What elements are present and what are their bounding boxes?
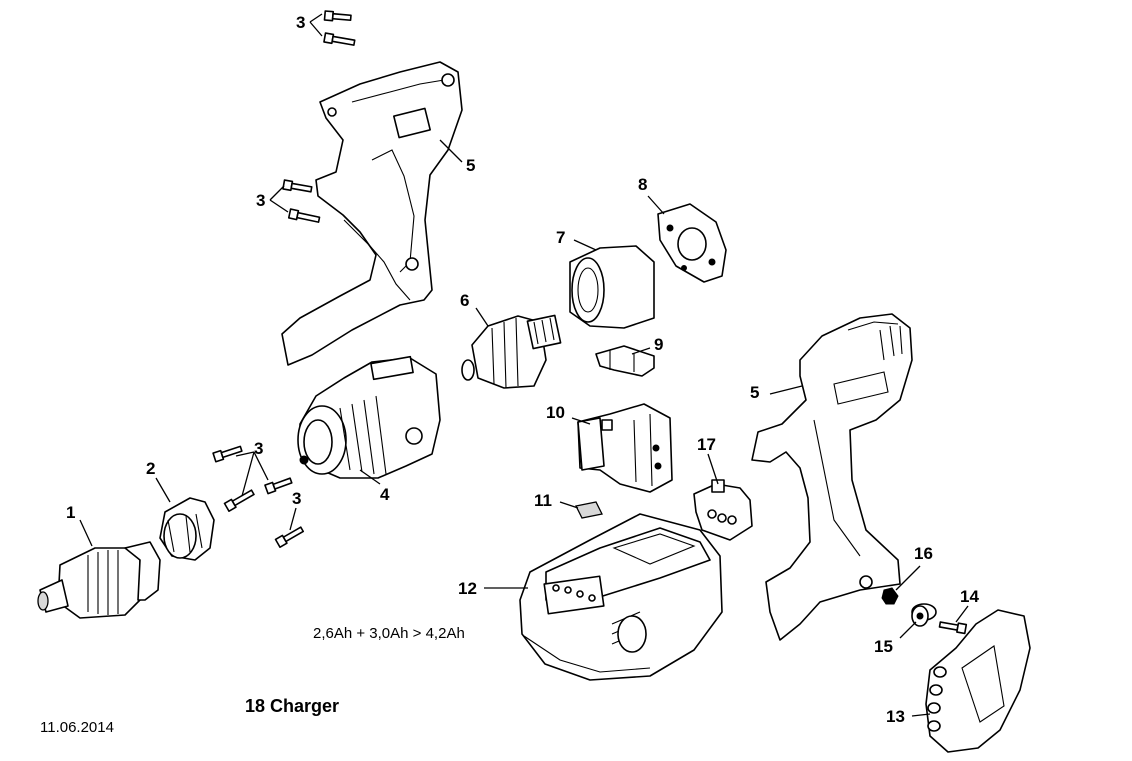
- callout-10: 10: [546, 403, 565, 422]
- callout-16: 16: [914, 544, 933, 563]
- battery-options-note: 2,6Ah + 3,0Ah > 4,2Ah: [313, 625, 465, 642]
- part-16-nut: [881, 587, 899, 605]
- part-14-screw: [938, 621, 968, 635]
- callout-1: 1: [66, 503, 76, 522]
- callout-6: 6: [460, 291, 470, 310]
- callout-8: 8: [638, 175, 648, 194]
- part-5-housing-left: [281, 61, 463, 366]
- callout-9: 9: [654, 335, 664, 354]
- part-3-screws: [212, 10, 356, 548]
- callout-4: 4: [380, 485, 390, 504]
- callout-3-lower: 3: [292, 489, 302, 508]
- callout-5-left: 5: [466, 156, 476, 175]
- leader-lines: [79, 13, 969, 717]
- callout-17: 17: [697, 435, 716, 454]
- part-10-switch: [577, 403, 673, 493]
- part-17-terminal: [693, 479, 753, 541]
- callout-3-upper: 3: [256, 191, 266, 210]
- part-2-ring: [159, 497, 215, 561]
- part-8-end-plate: [657, 203, 727, 283]
- part-7-magnet-sleeve: [569, 245, 655, 329]
- callout-14: 14: [960, 587, 979, 606]
- callout-5-right: 5: [750, 383, 760, 402]
- callout-3-top: 3: [296, 13, 306, 32]
- charger-label: 18 Charger: [245, 696, 340, 716]
- callout-13: 13: [886, 707, 905, 726]
- callout-11: 11: [534, 491, 552, 510]
- callout-7: 7: [556, 228, 566, 247]
- part-12-battery: [519, 513, 723, 681]
- part-6-armature: [461, 314, 562, 389]
- part-15-bushing: [911, 603, 937, 627]
- part-4-gearbox: [297, 355, 441, 479]
- callout-15: 15: [874, 637, 893, 656]
- part-13-belt-clip: [925, 609, 1031, 753]
- part-9-clip: [595, 345, 655, 377]
- callout-3-middle: 3: [254, 439, 264, 458]
- callout-2: 2: [146, 459, 156, 478]
- callout-12: 12: [458, 579, 477, 598]
- part-11-chip: [575, 501, 603, 519]
- diagram-date: 11.06.2014: [40, 719, 114, 736]
- part-1-chuck: [37, 541, 161, 619]
- part-5-housing-right: [751, 313, 913, 641]
